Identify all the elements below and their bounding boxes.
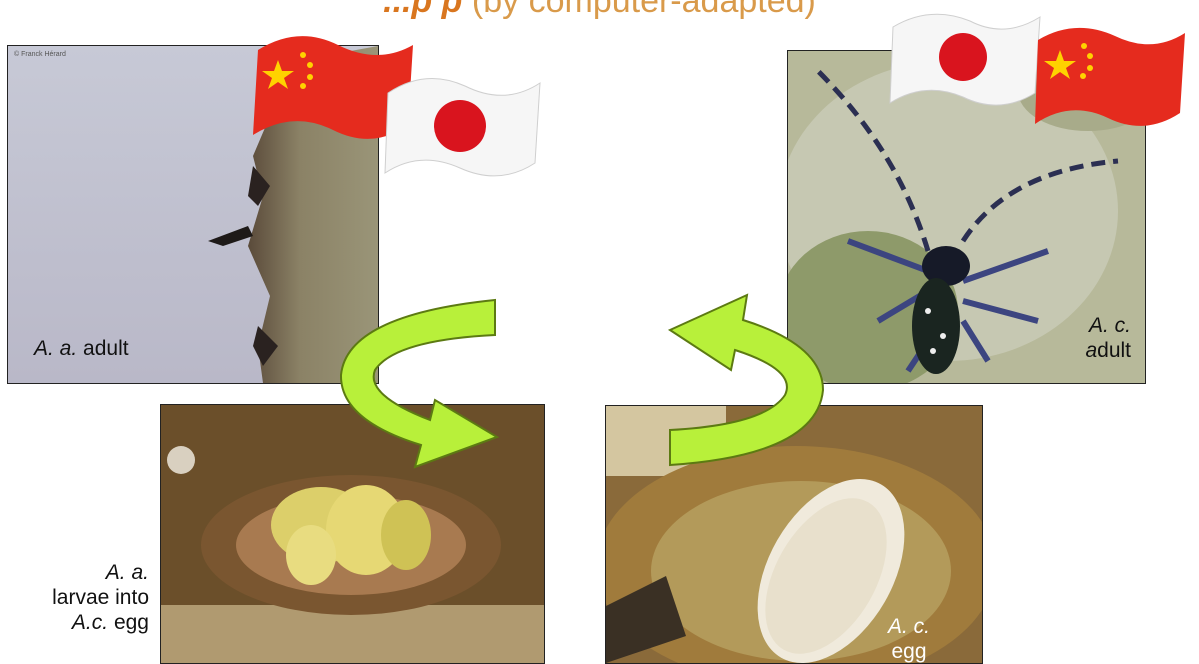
photo-credit: © Franck Hérard: [14, 50, 66, 58]
aa-adult-caption: A. a. adult: [34, 336, 129, 361]
japan-flag-icon-2: [885, 5, 1045, 115]
aa-larvae-caption: A. a. larvae into A.c. egg: [0, 560, 149, 635]
aa-adult-label: adult: [83, 337, 129, 360]
aa-larvae-label: larvae into: [52, 586, 149, 609]
ac-adult-lead: a: [1085, 339, 1097, 362]
title-emphasis: ...p p: [383, 0, 462, 20]
ac-adult-label: dult: [1097, 339, 1131, 362]
curved-arrow-up-left-icon: [665, 290, 830, 470]
ac-egg-caption: A. c. egg: [888, 614, 930, 664]
title-rest: (by computer-adapted): [472, 0, 816, 20]
aa-larvae-species: A. a.: [106, 561, 149, 584]
ac-egg-species: A. c.: [888, 615, 930, 638]
aa-adult-species: A. a.: [34, 337, 77, 360]
ac-adult-species: A. c.: [1089, 314, 1131, 337]
ac-egg-label: egg: [891, 640, 926, 663]
aa-larvae-host-label: egg: [114, 611, 149, 634]
curved-arrow-down-right-icon: [335, 295, 505, 470]
aa-larvae-host-species: A.c.: [72, 611, 108, 634]
china-flag-icon-2: [1030, 18, 1190, 143]
japan-flag-icon: [380, 68, 545, 188]
ac-adult-caption: A. c. adult: [1085, 313, 1131, 363]
